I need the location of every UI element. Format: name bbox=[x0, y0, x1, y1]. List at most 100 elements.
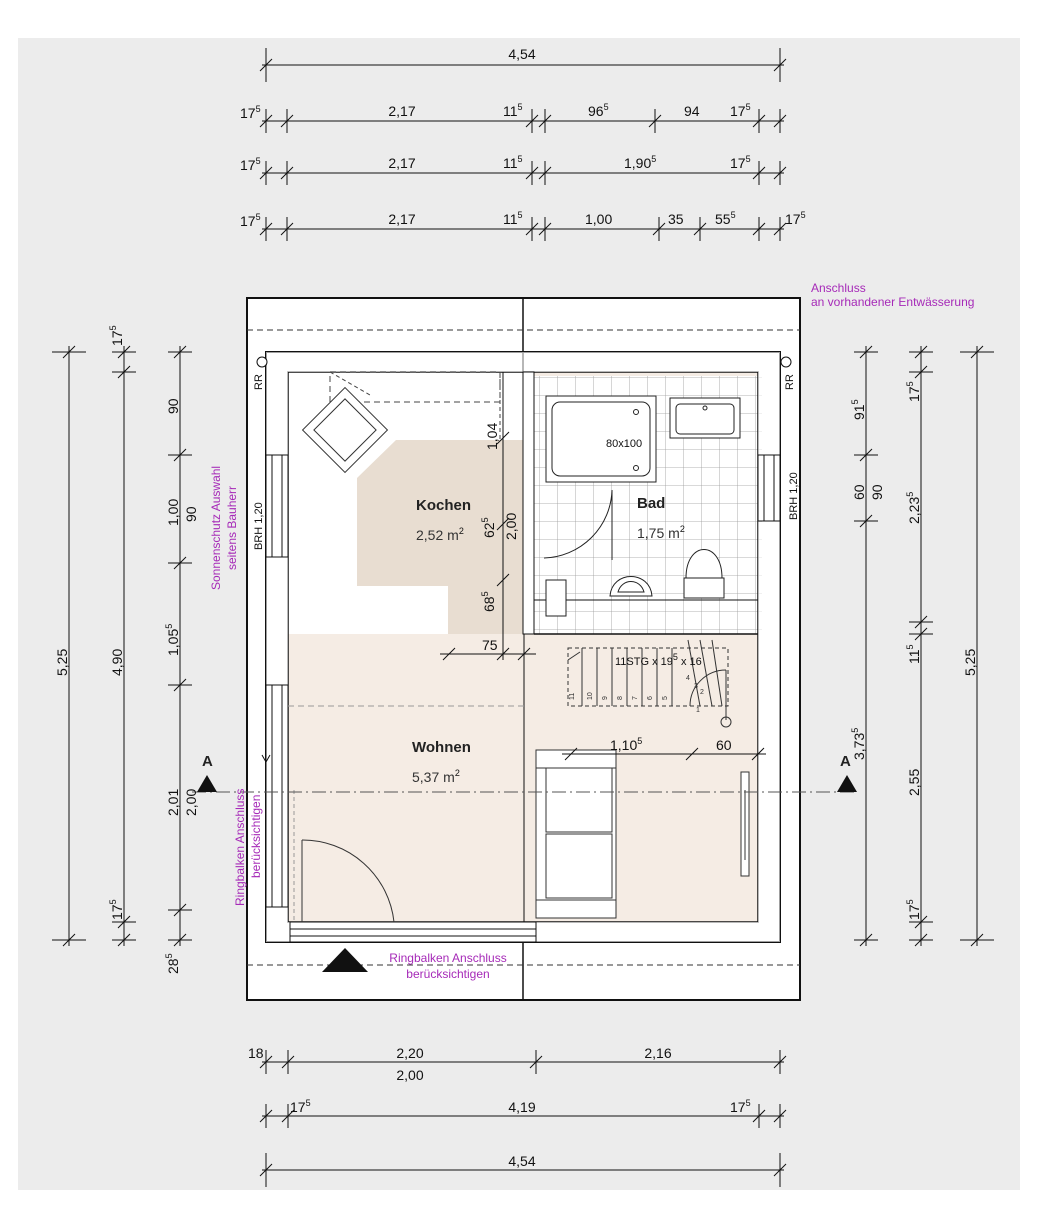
dim-60-interior: 60 bbox=[716, 737, 732, 753]
bath-door bbox=[543, 489, 613, 560]
note-sonnenschutz-line1: Sonnenschutz Auswahl bbox=[209, 466, 223, 590]
top-r3-d2: 2,17 bbox=[388, 211, 415, 227]
entrance-arrow bbox=[322, 948, 368, 972]
room-name-kochen: Kochen bbox=[416, 497, 471, 514]
top-r3-d5: 35 bbox=[668, 211, 684, 227]
right-col1-d3: 90 bbox=[869, 484, 885, 500]
top-r2-d4: 1,905 bbox=[624, 154, 656, 171]
bottom-dimension-chains bbox=[259, 1050, 787, 1187]
left-small-bottom: 175 bbox=[108, 899, 125, 920]
room-area-wohnen: 5,37 m2 bbox=[412, 768, 460, 785]
window-bottom bbox=[289, 921, 537, 943]
stair-step-10: 10 bbox=[587, 692, 594, 700]
bottom-r2-d2: 4,19 bbox=[508, 1099, 535, 1115]
downpipe-right bbox=[780, 356, 792, 368]
right-overall-dim: 5,25 bbox=[962, 649, 978, 676]
window-left-top bbox=[265, 454, 289, 558]
top-r2-d3: 115 bbox=[503, 154, 523, 171]
stair-step-5: 5 bbox=[662, 696, 669, 700]
kitchen-floor bbox=[357, 440, 524, 634]
stair-step-2: 2 bbox=[700, 689, 704, 696]
left-col3-d3: 90 bbox=[183, 506, 199, 522]
stair-step-1: 1 bbox=[696, 707, 700, 714]
note-ringbalken-left-line2: berücksichtigen bbox=[249, 795, 263, 878]
left-col3-d4: 1,055 bbox=[164, 624, 181, 656]
note-ringbalken-bottom-line2: berücksichtigen bbox=[406, 967, 489, 981]
top-r2-d1: 175 bbox=[240, 156, 261, 173]
rr-right-label: RR bbox=[784, 374, 796, 390]
top-r1-d1: 175 bbox=[240, 104, 261, 121]
section-arrow-left bbox=[197, 775, 217, 792]
right-col2-d4: 2,55 bbox=[906, 769, 922, 796]
left-overall-dim: 5,25 bbox=[54, 649, 70, 676]
top-r3-d1: 175 bbox=[240, 212, 261, 229]
room-name-wohnen: Wohnen bbox=[412, 739, 471, 756]
stair-label: 11STG x 195 x 16 bbox=[615, 652, 702, 668]
stair-step-4: 4 bbox=[686, 675, 690, 682]
left-col3-d7: 285 bbox=[164, 953, 181, 974]
entry-door bbox=[301, 839, 395, 923]
left-second-dim: 4,90 bbox=[109, 649, 125, 676]
toilet bbox=[683, 549, 725, 599]
stair-step-7: 7 bbox=[632, 696, 639, 700]
room-area-bad: 1,75 m2 bbox=[637, 524, 685, 541]
urinal bbox=[609, 576, 653, 597]
right-col2-d2: 2,235 bbox=[905, 492, 922, 524]
top-r3-d4: 1,00 bbox=[585, 211, 612, 227]
right-col1-d2: 60 bbox=[851, 484, 867, 500]
stair-step-6: 6 bbox=[647, 696, 654, 700]
brh-right-label: BRH 1,20 bbox=[788, 472, 800, 520]
top-r3-d6: 555 bbox=[715, 210, 736, 227]
note-sonnenschutz-line2: seitens Bauherr bbox=[225, 486, 239, 570]
left-col3-d6: 2,00 bbox=[183, 789, 199, 816]
bottom-overall-dim: 4,54 bbox=[508, 1153, 535, 1169]
interior-wall bbox=[522, 371, 535, 635]
dim-62: 625 bbox=[480, 517, 497, 538]
brh-left-label: BRH 1,20 bbox=[253, 502, 265, 550]
top-dimension-chains bbox=[259, 48, 787, 230]
right-col2-d1: 175 bbox=[905, 381, 922, 402]
section-marker-left: A bbox=[202, 753, 213, 770]
dim-68: 685 bbox=[480, 591, 497, 612]
right-col2-d3: 115 bbox=[905, 644, 922, 664]
room-area-kochen: 2,52 m2 bbox=[416, 526, 464, 543]
top-r1-d6: 175 bbox=[730, 102, 751, 119]
top-r2-d2: 2,17 bbox=[388, 155, 415, 171]
top-dimension-ticks bbox=[259, 109, 787, 241]
bottom-r1-d1: 18 bbox=[248, 1045, 264, 1061]
bottom-r1-d2: 2,20 bbox=[396, 1045, 423, 1061]
bottom-r1-d3: 2,00 bbox=[396, 1067, 423, 1083]
section-arrow-right bbox=[837, 775, 857, 792]
bath-cabinet bbox=[545, 579, 567, 617]
left-col3-d2: 1,00 bbox=[165, 499, 181, 526]
top-r1-d4: 965 bbox=[588, 102, 609, 119]
room-name-bad: Bad bbox=[637, 495, 665, 512]
top-r1-d2: 2,17 bbox=[388, 103, 415, 119]
right-col1-d1: 915 bbox=[850, 399, 867, 420]
stair-step-9: 9 bbox=[602, 696, 609, 700]
left-col3-d5: 2,01 bbox=[165, 789, 181, 816]
bottom-r1-d4: 2,16 bbox=[644, 1045, 671, 1061]
note-ringbalken-left-line1: Ringbalken Anschluss bbox=[233, 789, 247, 906]
dim-104: 1,04 bbox=[484, 423, 500, 450]
stair-step-3: 3 bbox=[694, 683, 698, 690]
top-r3-d7: 175 bbox=[785, 210, 806, 227]
kitchen-fixtures bbox=[301, 371, 501, 474]
left-small-top: 175 bbox=[108, 325, 125, 346]
right-col1-d4: 3,735 bbox=[850, 728, 867, 760]
window-right-top bbox=[757, 454, 781, 522]
dim-200-interior: 2,00 bbox=[503, 513, 519, 540]
washbasin bbox=[669, 397, 741, 439]
downpipe-left bbox=[256, 356, 268, 368]
top-r2-d5: 175 bbox=[730, 154, 751, 171]
top-r1-d3: 115 bbox=[503, 102, 523, 119]
dim-75: 75 bbox=[482, 637, 498, 653]
stair-step-11: 11 bbox=[569, 693, 576, 700]
right-col2-d5: 175 bbox=[905, 899, 922, 920]
top-r3-d3: 115 bbox=[503, 210, 523, 227]
note-anschluss-line2: an vorhandener Entwässerung bbox=[811, 295, 974, 309]
stair-step-8: 8 bbox=[617, 696, 624, 700]
right-dimension-chains bbox=[854, 345, 994, 947]
